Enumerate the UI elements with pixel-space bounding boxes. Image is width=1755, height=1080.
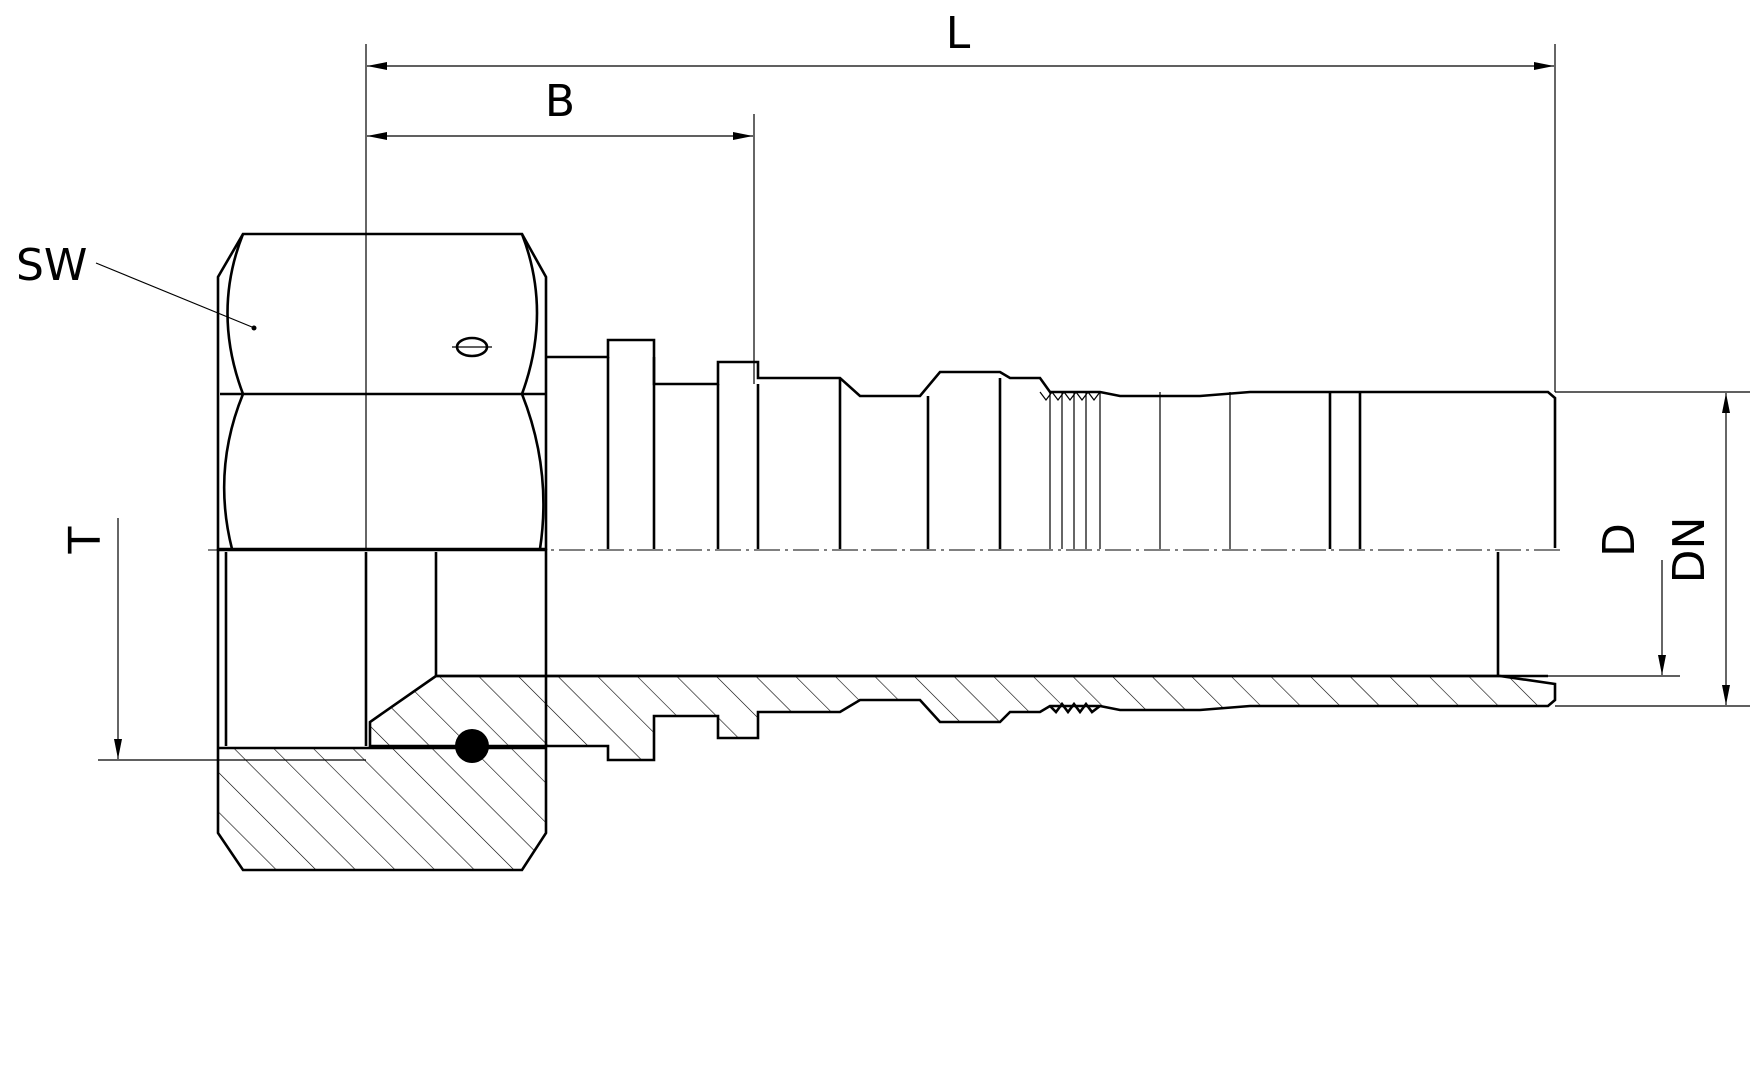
label-SW: SW (16, 240, 87, 291)
nut-lower-section (216, 548, 548, 872)
nut-hole (452, 336, 492, 358)
label-L: L (946, 8, 971, 59)
dimension-B: B (367, 76, 755, 384)
body-upper (546, 338, 1557, 549)
dimension-D: D (1548, 523, 1680, 677)
body-section (368, 674, 1557, 762)
dimension-L: L (365, 8, 1556, 550)
label-T: T (60, 526, 111, 554)
o-ring (455, 729, 489, 763)
label-D: D (1594, 523, 1645, 557)
label-B: B (545, 76, 575, 127)
label-DN: DN (1664, 517, 1715, 584)
leader-SW: SW (16, 240, 257, 331)
bore (436, 552, 1548, 678)
dimension-DN: DN (1555, 391, 1750, 707)
nut-upper (216, 232, 548, 551)
dimension-T: T (60, 518, 366, 761)
